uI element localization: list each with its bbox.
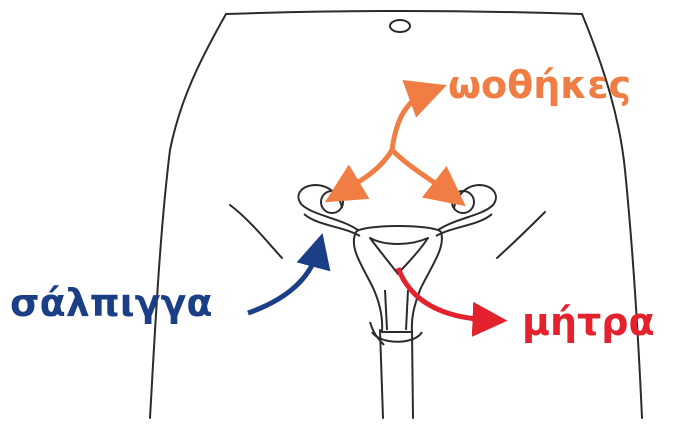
reproductive-organs	[298, 185, 495, 345]
arrow-ovaries-up	[392, 92, 428, 150]
uterus-body	[354, 226, 442, 332]
label-ovaries: ωοθήκες	[448, 66, 631, 104]
label-uterus: μήτρα	[522, 303, 655, 341]
arrow-fallopian-tube	[248, 250, 318, 313]
arrow-ovaries-left	[342, 150, 392, 192]
arrow-uterus	[398, 268, 490, 320]
arrow-ovaries-right	[392, 150, 450, 194]
label-fallopian-tube: σάλπιγγα	[10, 284, 213, 322]
navel	[390, 20, 410, 32]
